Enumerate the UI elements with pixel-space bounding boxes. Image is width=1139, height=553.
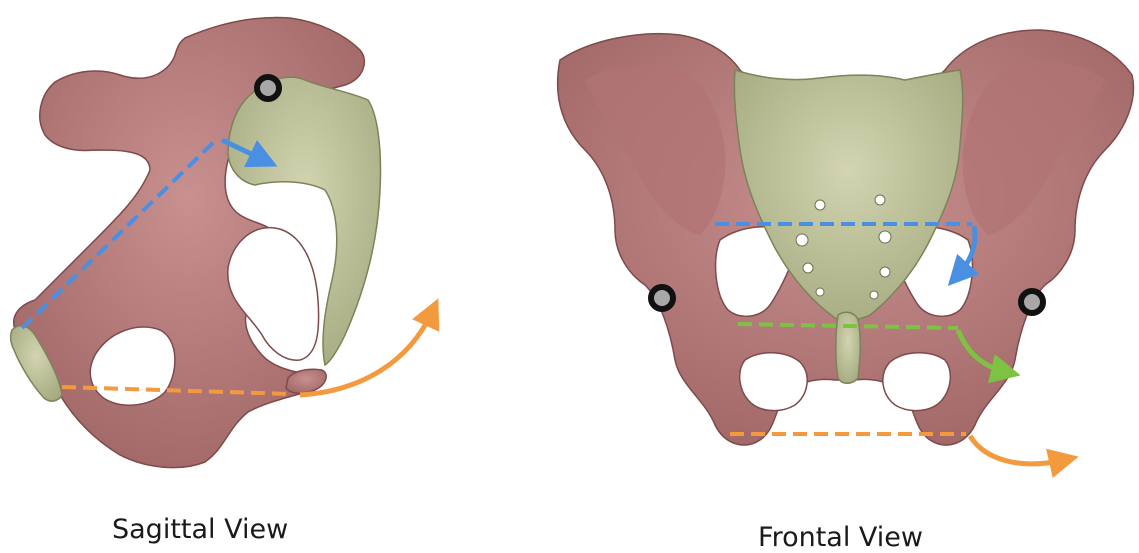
sagittal-view (11, 17, 432, 467)
sagittal-view-caption: Sagittal View (112, 514, 288, 545)
frontal-view-caption: Frontal View (758, 522, 923, 553)
frontal-right-landmark-marker (1021, 291, 1043, 313)
frontal-left-landmark-marker (651, 287, 673, 309)
frontal-orange-arrow (970, 436, 1064, 464)
frontal-right-obturator-foramen (883, 353, 951, 411)
frontal-view (558, 30, 1134, 464)
frontal-pubic-symphysis (836, 312, 861, 383)
frontal-left-obturator-foramen (740, 353, 808, 411)
sagittal-landmark-marker (257, 77, 279, 99)
